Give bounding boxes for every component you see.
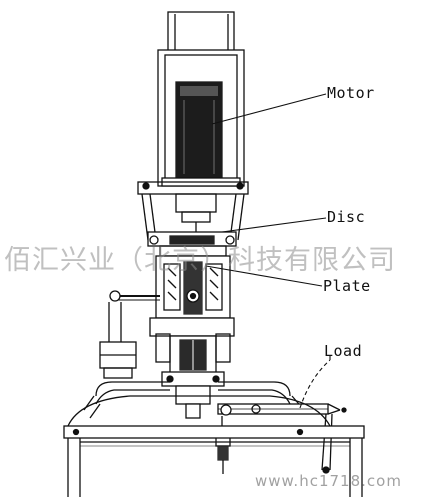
vessel bbox=[63, 395, 365, 497]
disc-assembly bbox=[147, 231, 237, 257]
load-arm bbox=[217, 403, 347, 474]
leader-lines bbox=[205, 93, 331, 409]
lever-arm bbox=[99, 290, 160, 379]
motor-mount-frame bbox=[137, 181, 249, 241]
plate-label: Plate bbox=[323, 277, 371, 295]
site-watermark: www.hc1718.com bbox=[255, 472, 402, 490]
support-ring bbox=[83, 381, 305, 419]
weight-rod bbox=[215, 416, 231, 474]
motor-label: Motor bbox=[327, 84, 375, 102]
motor-housing bbox=[157, 11, 245, 187]
spindle bbox=[149, 317, 235, 419]
disc-label: Disc bbox=[327, 208, 366, 226]
company-watermark: 佰汇兴业（北京）科技有限公司 bbox=[4, 245, 396, 276]
plate-assembly bbox=[155, 255, 231, 319]
load-label: Load bbox=[324, 342, 363, 360]
